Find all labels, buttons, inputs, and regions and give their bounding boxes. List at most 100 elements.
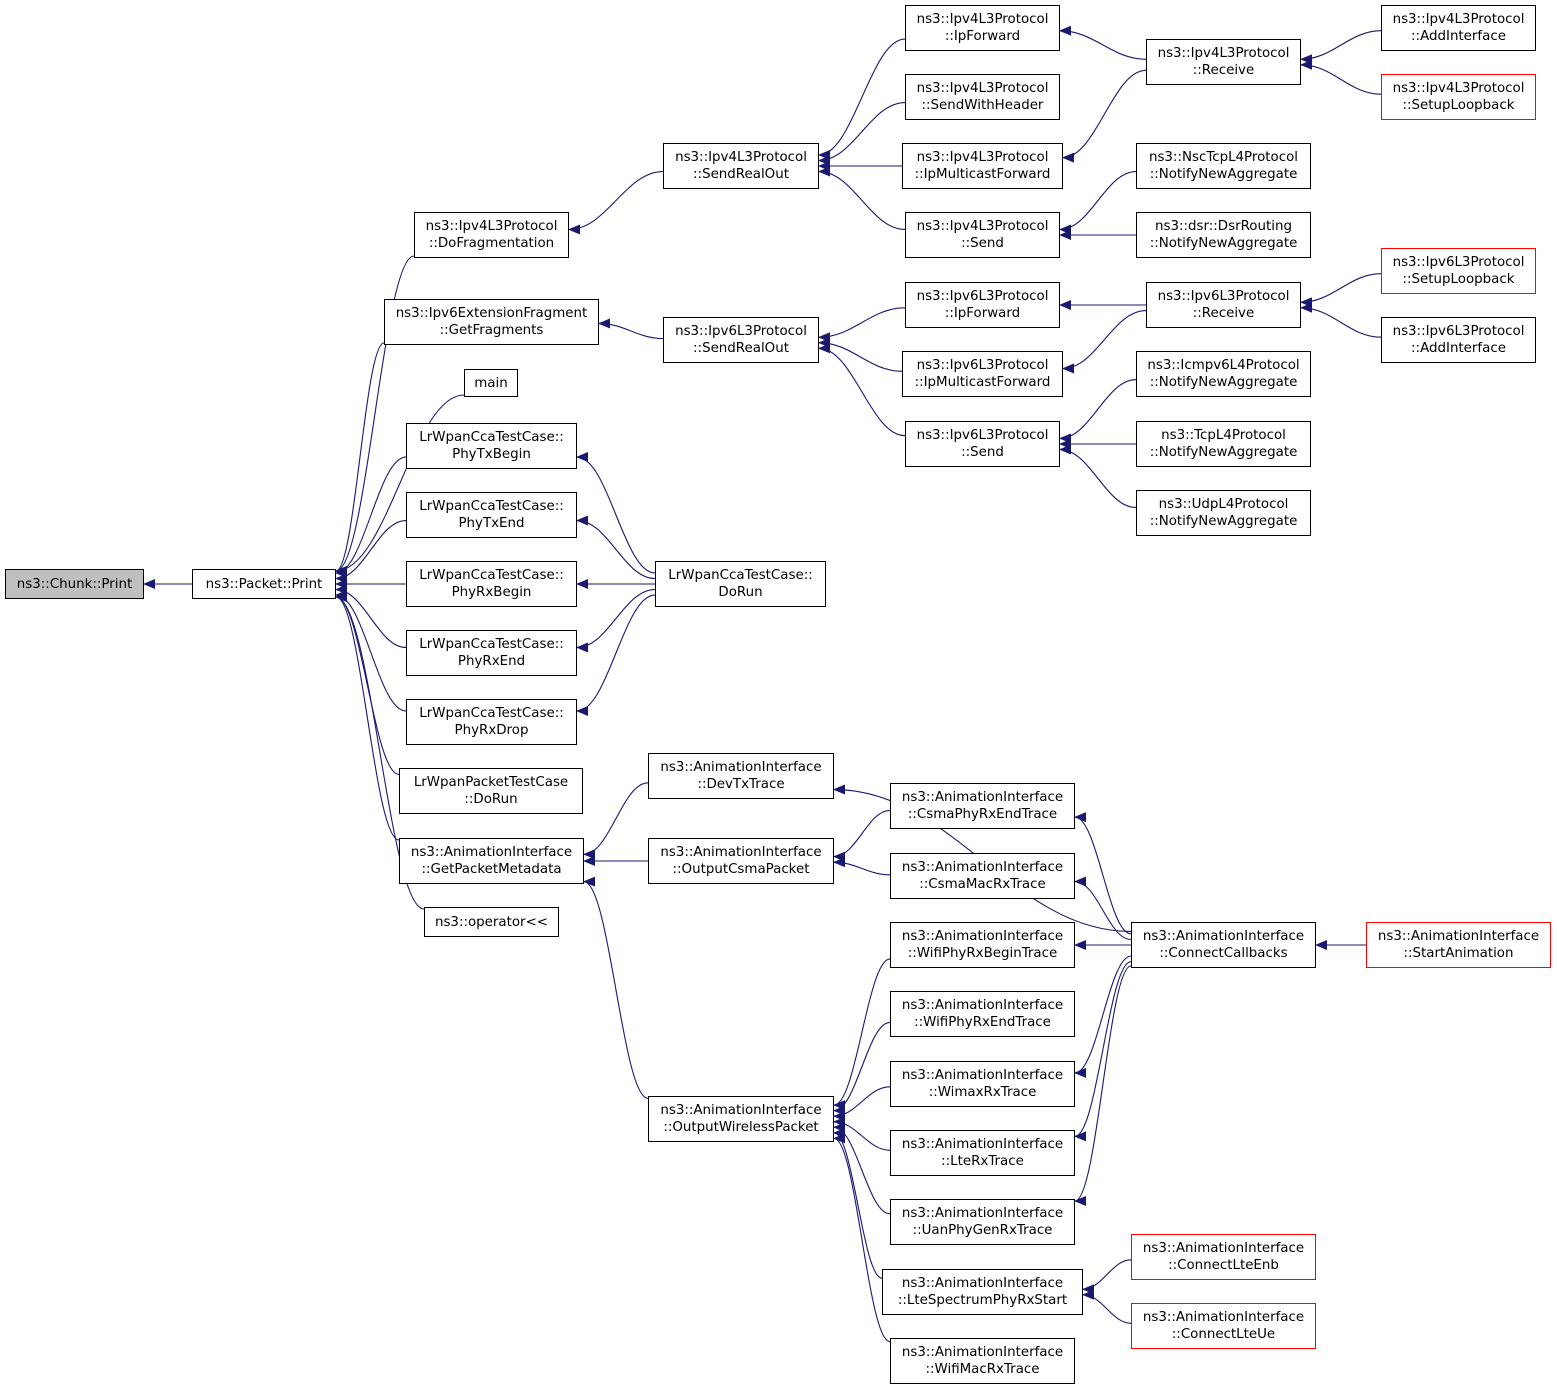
node-label-line: ns3::Ipv6L3Protocol bbox=[675, 324, 807, 339]
node-anim-uanphygenrxtrace[interactable]: ns3::AnimationInterface::UanPhyGenRxTrac… bbox=[890, 1199, 1075, 1245]
edge-ipv4-addinterface-to-ipv4-receive bbox=[1300, 30, 1382, 65]
node-label-line: PhyRxBegin bbox=[451, 585, 532, 600]
node-label-line: ns3::AnimationInterface bbox=[901, 1206, 1064, 1221]
edge-ipv6-sendrealout-to-ipv6ext-getfrag bbox=[598, 318, 664, 340]
node-label-line: ::AddInterface bbox=[1411, 29, 1506, 44]
node-label-line: ns3::AnimationInterface bbox=[660, 760, 822, 775]
node-label-line: ::UanPhyGenRxTrace bbox=[912, 1223, 1053, 1238]
node-anim-connectlteue[interactable]: ns3::AnimationInterface::ConnectLteUe bbox=[1131, 1303, 1316, 1349]
node-label-line: ::IpMulticastForward bbox=[914, 167, 1051, 182]
node-label-line: LrWpanCcaTestCase:: bbox=[419, 430, 564, 445]
node-chunk-print: ns3::Chunk::Print bbox=[5, 569, 144, 599]
node-ipv4-addinterface[interactable]: ns3::Ipv4L3Protocol::AddInterface bbox=[1381, 5, 1536, 51]
edge-anim-uanphygenrxtrace-to-anim-outputwirelesspacket bbox=[833, 1122, 891, 1215]
node-ipv4-send[interactable]: ns3::Ipv4L3Protocol::Send bbox=[905, 212, 1060, 258]
node-anim-devtxtrace[interactable]: ns3::AnimationInterface::DevTxTrace bbox=[648, 753, 834, 799]
node-operator-lshift[interactable]: ns3::operator<< bbox=[424, 907, 559, 937]
node-ipv6-ipmulticastforward[interactable]: ns3::Ipv6L3Protocol::IpMulticastForward bbox=[902, 351, 1063, 397]
node-label-line: ::DoRun bbox=[464, 792, 518, 807]
node-lrwpan-phyrxend[interactable]: LrWpanCcaTestCase::PhyRxEnd bbox=[406, 630, 577, 676]
node-tcpl4-notify[interactable]: ns3::TcpL4Protocol::NotifyNewAggregate bbox=[1136, 421, 1311, 467]
node-label-line: ::NotifyNewAggregate bbox=[1149, 445, 1298, 460]
node-label-line: ns3::Ipv4L3Protocol bbox=[1392, 81, 1525, 96]
node-anim-ltespectrumphyrxstart[interactable]: ns3::AnimationInterface::LteSpectrumPhyR… bbox=[882, 1269, 1083, 1315]
node-lrwpan-packet-dorun[interactable]: LrWpanPacketTestCase::DoRun bbox=[399, 768, 583, 814]
node-anim-outputcsmapacket[interactable]: ns3::AnimationInterface::OutputCsmaPacke… bbox=[648, 838, 834, 884]
edge-ipv4-receive-to-ipv4-ipforward bbox=[1059, 25, 1147, 60]
node-udpl4-notify[interactable]: ns3::UdpL4Protocol::NotifyNewAggregate bbox=[1136, 490, 1311, 536]
node-label-line: ns3::NscTcpL4Protocol bbox=[1148, 150, 1299, 165]
node-label-line: ::SetupLoopback bbox=[1402, 272, 1515, 287]
node-ipv4-ipforward[interactable]: ns3::Ipv4L3Protocol::IpForward bbox=[905, 5, 1060, 51]
edge-anim-devtxtrace-to-anim-getpacketmetadata bbox=[583, 782, 649, 860]
edge-anim-connectcallbacks-to-anim-csmamacrxtrace bbox=[1074, 876, 1132, 941]
node-label-line: ns3::AnimationInterface bbox=[901, 1068, 1064, 1083]
node-label-line: LrWpanPacketTestCase bbox=[413, 775, 569, 790]
node-anim-outputwirelesspacket[interactable]: ns3::AnimationInterface::OutputWirelessP… bbox=[648, 1096, 834, 1142]
node-lrwpan-phyrxdrop[interactable]: LrWpanCcaTestCase::PhyRxDrop bbox=[406, 699, 577, 745]
node-ipv6-receive[interactable]: ns3::Ipv6L3Protocol::Receive bbox=[1146, 282, 1301, 328]
edge-operator-lshift-to-packet-print bbox=[335, 592, 425, 910]
node-label-line: ::Send bbox=[961, 236, 1004, 251]
edge-nsctcpl4-notify-to-ipv4-send bbox=[1059, 170, 1137, 235]
edge-anim-getpacketmetadata-to-packet-print bbox=[335, 592, 400, 841]
node-dsr-notify[interactable]: ns3::dsr::DsrRouting::NotifyNewAggregate bbox=[1136, 212, 1311, 258]
node-anim-connectlteenb[interactable]: ns3::AnimationInterface::ConnectLteEnb bbox=[1131, 1234, 1316, 1280]
node-icmpv6l4-notify[interactable]: ns3::Icmpv6L4Protocol::NotifyNewAggregat… bbox=[1136, 351, 1311, 397]
node-ipv6-sendrealout[interactable]: ns3::Ipv6L3Protocol::SendRealOut bbox=[663, 317, 819, 363]
node-anim-wifiphyrxbegintrace[interactable]: ns3::AnimationInterface::WifiPhyRxBeginT… bbox=[890, 922, 1075, 968]
edge-lrwpan-phytxend-to-packet-print bbox=[335, 519, 407, 584]
node-ipv6-addinterface[interactable]: ns3::Ipv6L3Protocol::AddInterface bbox=[1381, 317, 1536, 363]
node-ipv4-receive[interactable]: ns3::Ipv4L3Protocol::Receive bbox=[1146, 39, 1301, 85]
node-label-line: ns3::Ipv6L3Protocol bbox=[1392, 255, 1525, 270]
node-label-line: ns3::Ipv4L3Protocol bbox=[916, 150, 1049, 165]
node-ipv4-sendwithheader[interactable]: ns3::Ipv4L3Protocol::SendWithHeader bbox=[905, 74, 1060, 120]
node-label-line: PhyTxEnd bbox=[458, 516, 525, 531]
edge-anim-csmaphyrxendtrace-to-anim-outputcsmapacket bbox=[833, 809, 891, 862]
node-lrwpan-cca-dorun[interactable]: LrWpanCcaTestCase::DoRun bbox=[655, 561, 826, 607]
node-lrwpan-phytxbegin[interactable]: LrWpanCcaTestCase::PhyTxBegin bbox=[406, 423, 577, 469]
node-ipv4-ipmulticastforward[interactable]: ns3::Ipv4L3Protocol::IpMulticastForward bbox=[902, 143, 1063, 189]
node-label-line: ::NotifyNewAggregate bbox=[1149, 167, 1298, 182]
node-nsctcpl4-notify[interactable]: ns3::NscTcpL4Protocol::NotifyNewAggregat… bbox=[1136, 143, 1311, 189]
node-label-line: ::NotifyNewAggregate bbox=[1149, 236, 1298, 251]
node-anim-wifimacrxtrace[interactable]: ns3::AnimationInterface::WifiMacRxTrace bbox=[890, 1338, 1075, 1384]
node-label-line: ns3::dsr::DsrRouting bbox=[1155, 219, 1292, 234]
node-ipv6-ipforward[interactable]: ns3::Ipv6L3Protocol::IpForward bbox=[905, 282, 1060, 328]
node-lrwpan-phytxend[interactable]: LrWpanCcaTestCase::PhyTxEnd bbox=[406, 492, 577, 538]
node-label-line: ::OutputWirelessPacket bbox=[663, 1120, 819, 1135]
node-label-line: ::DoFragmentation bbox=[428, 236, 555, 251]
node-ipv6-send[interactable]: ns3::Ipv6L3Protocol::Send bbox=[905, 421, 1060, 467]
node-anim-csmaphyrxendtrace[interactable]: ns3::AnimationInterface::CsmaPhyRxEndTra… bbox=[890, 783, 1075, 829]
node-anim-wifiphyrxendtrace[interactable]: ns3::AnimationInterface::WifiPhyRxEndTra… bbox=[890, 991, 1075, 1037]
node-ipv6-setuploopback[interactable]: ns3::Ipv6L3Protocol::SetupLoopback bbox=[1381, 248, 1536, 294]
node-ipv6ext-getfrag[interactable]: ns3::Ipv6ExtensionFragment::GetFragments bbox=[384, 299, 599, 345]
edge-ipv6-ipforward-to-ipv6-sendrealout bbox=[818, 307, 906, 343]
node-anim-startanimation[interactable]: ns3::AnimationInterface::StartAnimation bbox=[1366, 922, 1551, 968]
node-label-line: ::NotifyNewAggregate bbox=[1149, 375, 1298, 390]
node-ipv4-setuploopback[interactable]: ns3::Ipv4L3Protocol::SetupLoopback bbox=[1381, 74, 1536, 120]
edge-anim-lterxtrace-to-anim-outputwirelesspacket bbox=[833, 1116, 891, 1151]
node-label-line: ::Receive bbox=[1192, 63, 1255, 78]
node-label-line: ::ConnectLteEnb bbox=[1168, 1258, 1279, 1273]
node-anim-getpacketmetadata[interactable]: ns3::AnimationInterface::GetPacketMetada… bbox=[399, 838, 584, 884]
node-label-line: ns3::AnimationInterface bbox=[1142, 929, 1305, 944]
node-anim-wimaxrxtrace[interactable]: ns3::AnimationInterface::WimaxRxTrace bbox=[890, 1061, 1075, 1107]
node-main[interactable]: main bbox=[464, 369, 518, 397]
edge-ipv4-setuploopback-to-ipv4-receive bbox=[1300, 59, 1382, 95]
node-ipv4-dofrag[interactable]: ns3::Ipv4L3Protocol::DoFragmentation bbox=[414, 212, 569, 258]
edge-anim-connectcallbacks-to-anim-lterxtrace bbox=[1074, 961, 1132, 1142]
node-label-line: ::CsmaMacRxTrace bbox=[919, 877, 1046, 892]
node-anim-csmamacrxtrace[interactable]: ns3::AnimationInterface::CsmaMacRxTrace bbox=[890, 853, 1075, 899]
node-lrwpan-phyrxbegin[interactable]: LrWpanCcaTestCase::PhyRxBegin bbox=[406, 561, 577, 607]
node-label-line: LrWpanCcaTestCase:: bbox=[419, 637, 564, 652]
node-label-line: ns3::AnimationInterface bbox=[1142, 1310, 1305, 1325]
node-label-line: ::IpForward bbox=[944, 29, 1021, 44]
node-ipv4-sendrealout[interactable]: ns3::Ipv4L3Protocol::SendRealOut bbox=[663, 143, 819, 189]
node-packet-print[interactable]: ns3::Packet::Print bbox=[192, 569, 336, 599]
node-anim-lterxtrace[interactable]: ns3::AnimationInterface::LteRxTrace bbox=[890, 1130, 1075, 1176]
node-label-line: ns3::AnimationInterface bbox=[901, 860, 1064, 875]
edge-lrwpan-cca-dorun-to-lrwpan-phyrxdrop bbox=[576, 594, 656, 716]
node-anim-connectcallbacks[interactable]: ns3::AnimationInterface::ConnectCallback… bbox=[1131, 922, 1316, 968]
node-label-line: ns3::AnimationInterface bbox=[901, 929, 1064, 944]
